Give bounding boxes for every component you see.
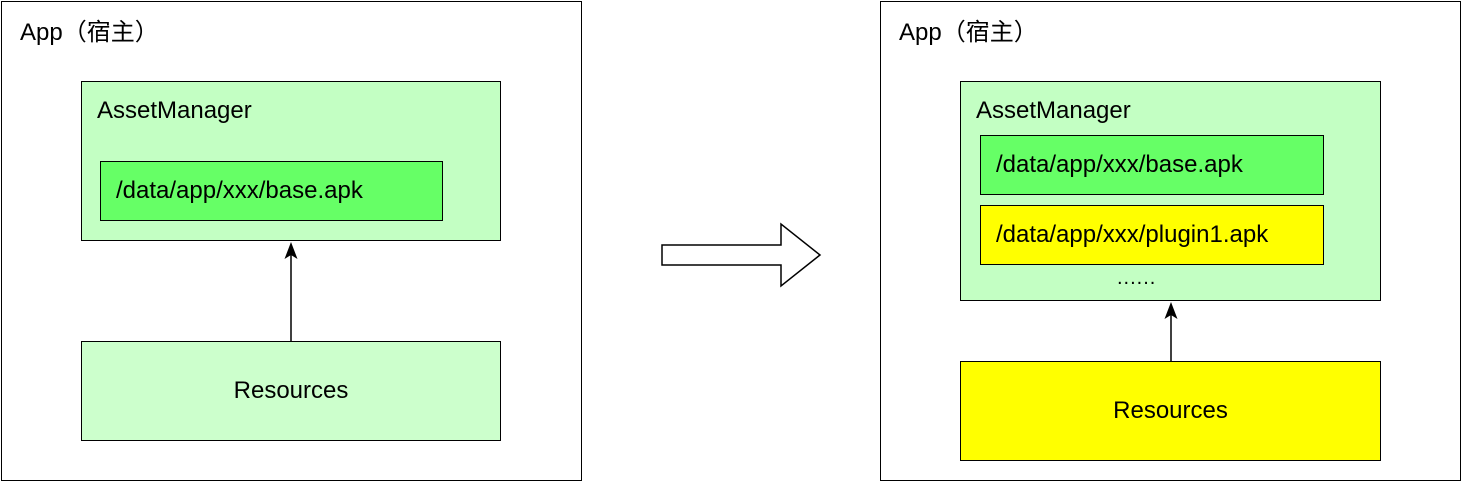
left-resources-to-asset-manager-arrow [284, 242, 298, 341]
left-base-apk-label: /data/app/xxx/base.apk [116, 177, 363, 204]
right-plugin-apk-box: /data/app/xxx/plugin1.apk [980, 205, 1324, 265]
left-asset-manager-title: AssetManager [97, 97, 252, 124]
left-app-title: App（宿主） [20, 19, 159, 46]
right-base-apk-label: /data/app/xxx/base.apk [996, 151, 1243, 178]
left-resources-box: Resources [81, 341, 501, 441]
transition-arrow [661, 222, 822, 288]
right-asset-manager-title: AssetManager [976, 97, 1131, 124]
right-resources-box: Resources [960, 361, 1381, 461]
right-plugin-apk-label: /data/app/xxx/plugin1.apk [996, 221, 1269, 248]
right-ellipsis: ...... [1117, 267, 1157, 289]
right-base-apk-box: /data/app/xxx/base.apk [980, 135, 1324, 195]
left-base-apk-box: /data/app/xxx/base.apk [100, 161, 443, 221]
right-app-title: App（宿主） [899, 19, 1038, 46]
right-resources-to-asset-manager-arrow [1164, 302, 1178, 361]
left-resources-label: Resources [233, 377, 349, 404]
right-resources-label: Resources [1113, 397, 1228, 424]
